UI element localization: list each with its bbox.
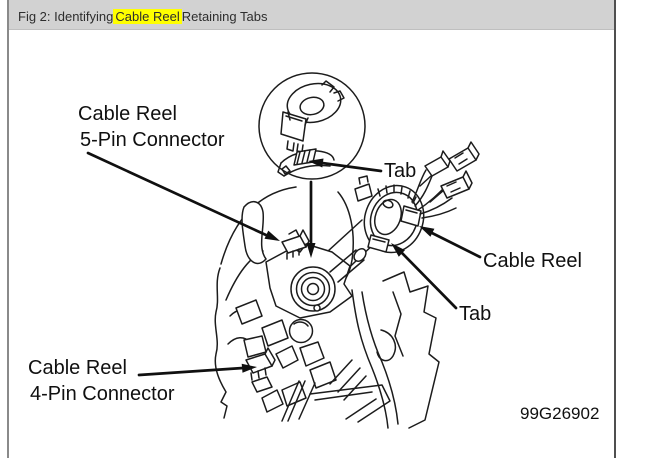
label-line: Cable Reel — [78, 103, 177, 125]
label-cable-reel: Cable Reel — [483, 250, 582, 272]
leader-arrows — [86, 151, 482, 377]
lower-assembly — [235, 271, 440, 429]
figure-code: 99G26902 — [520, 404, 600, 423]
label-tab-lower: Tab — [459, 303, 492, 325]
ignition-hub — [265, 243, 367, 319]
arrow-tab-lower — [400, 251, 458, 310]
inset-magnifier — [258, 72, 366, 180]
label-cable-reel-5pin: Cable Reel 5-Pin Connector — [78, 101, 225, 153]
harness-connector-boxes — [424, 141, 480, 199]
arrow-five-pin — [86, 151, 268, 237]
caption-highlight: Cable Reel — [113, 9, 182, 24]
caption-suffix: Retaining Tabs — [181, 9, 268, 24]
label-line: 5-Pin Connector — [80, 129, 225, 151]
label-line: 4-Pin Connector — [30, 383, 175, 405]
arrow-four-pin — [137, 366, 245, 377]
label-tab-upper: Tab — [384, 160, 417, 182]
label-line: Cable Reel — [28, 357, 127, 379]
label-cable-reel-4pin: Cable Reel 4-Pin Connector — [28, 355, 175, 407]
arrow-tab-upper — [320, 161, 383, 173]
arrow-cable-reel — [430, 231, 482, 259]
cable-reel-ring — [354, 175, 425, 254]
wire-harness — [411, 141, 480, 219]
caption-prefix: Fig 2: Identifying — [18, 9, 114, 24]
